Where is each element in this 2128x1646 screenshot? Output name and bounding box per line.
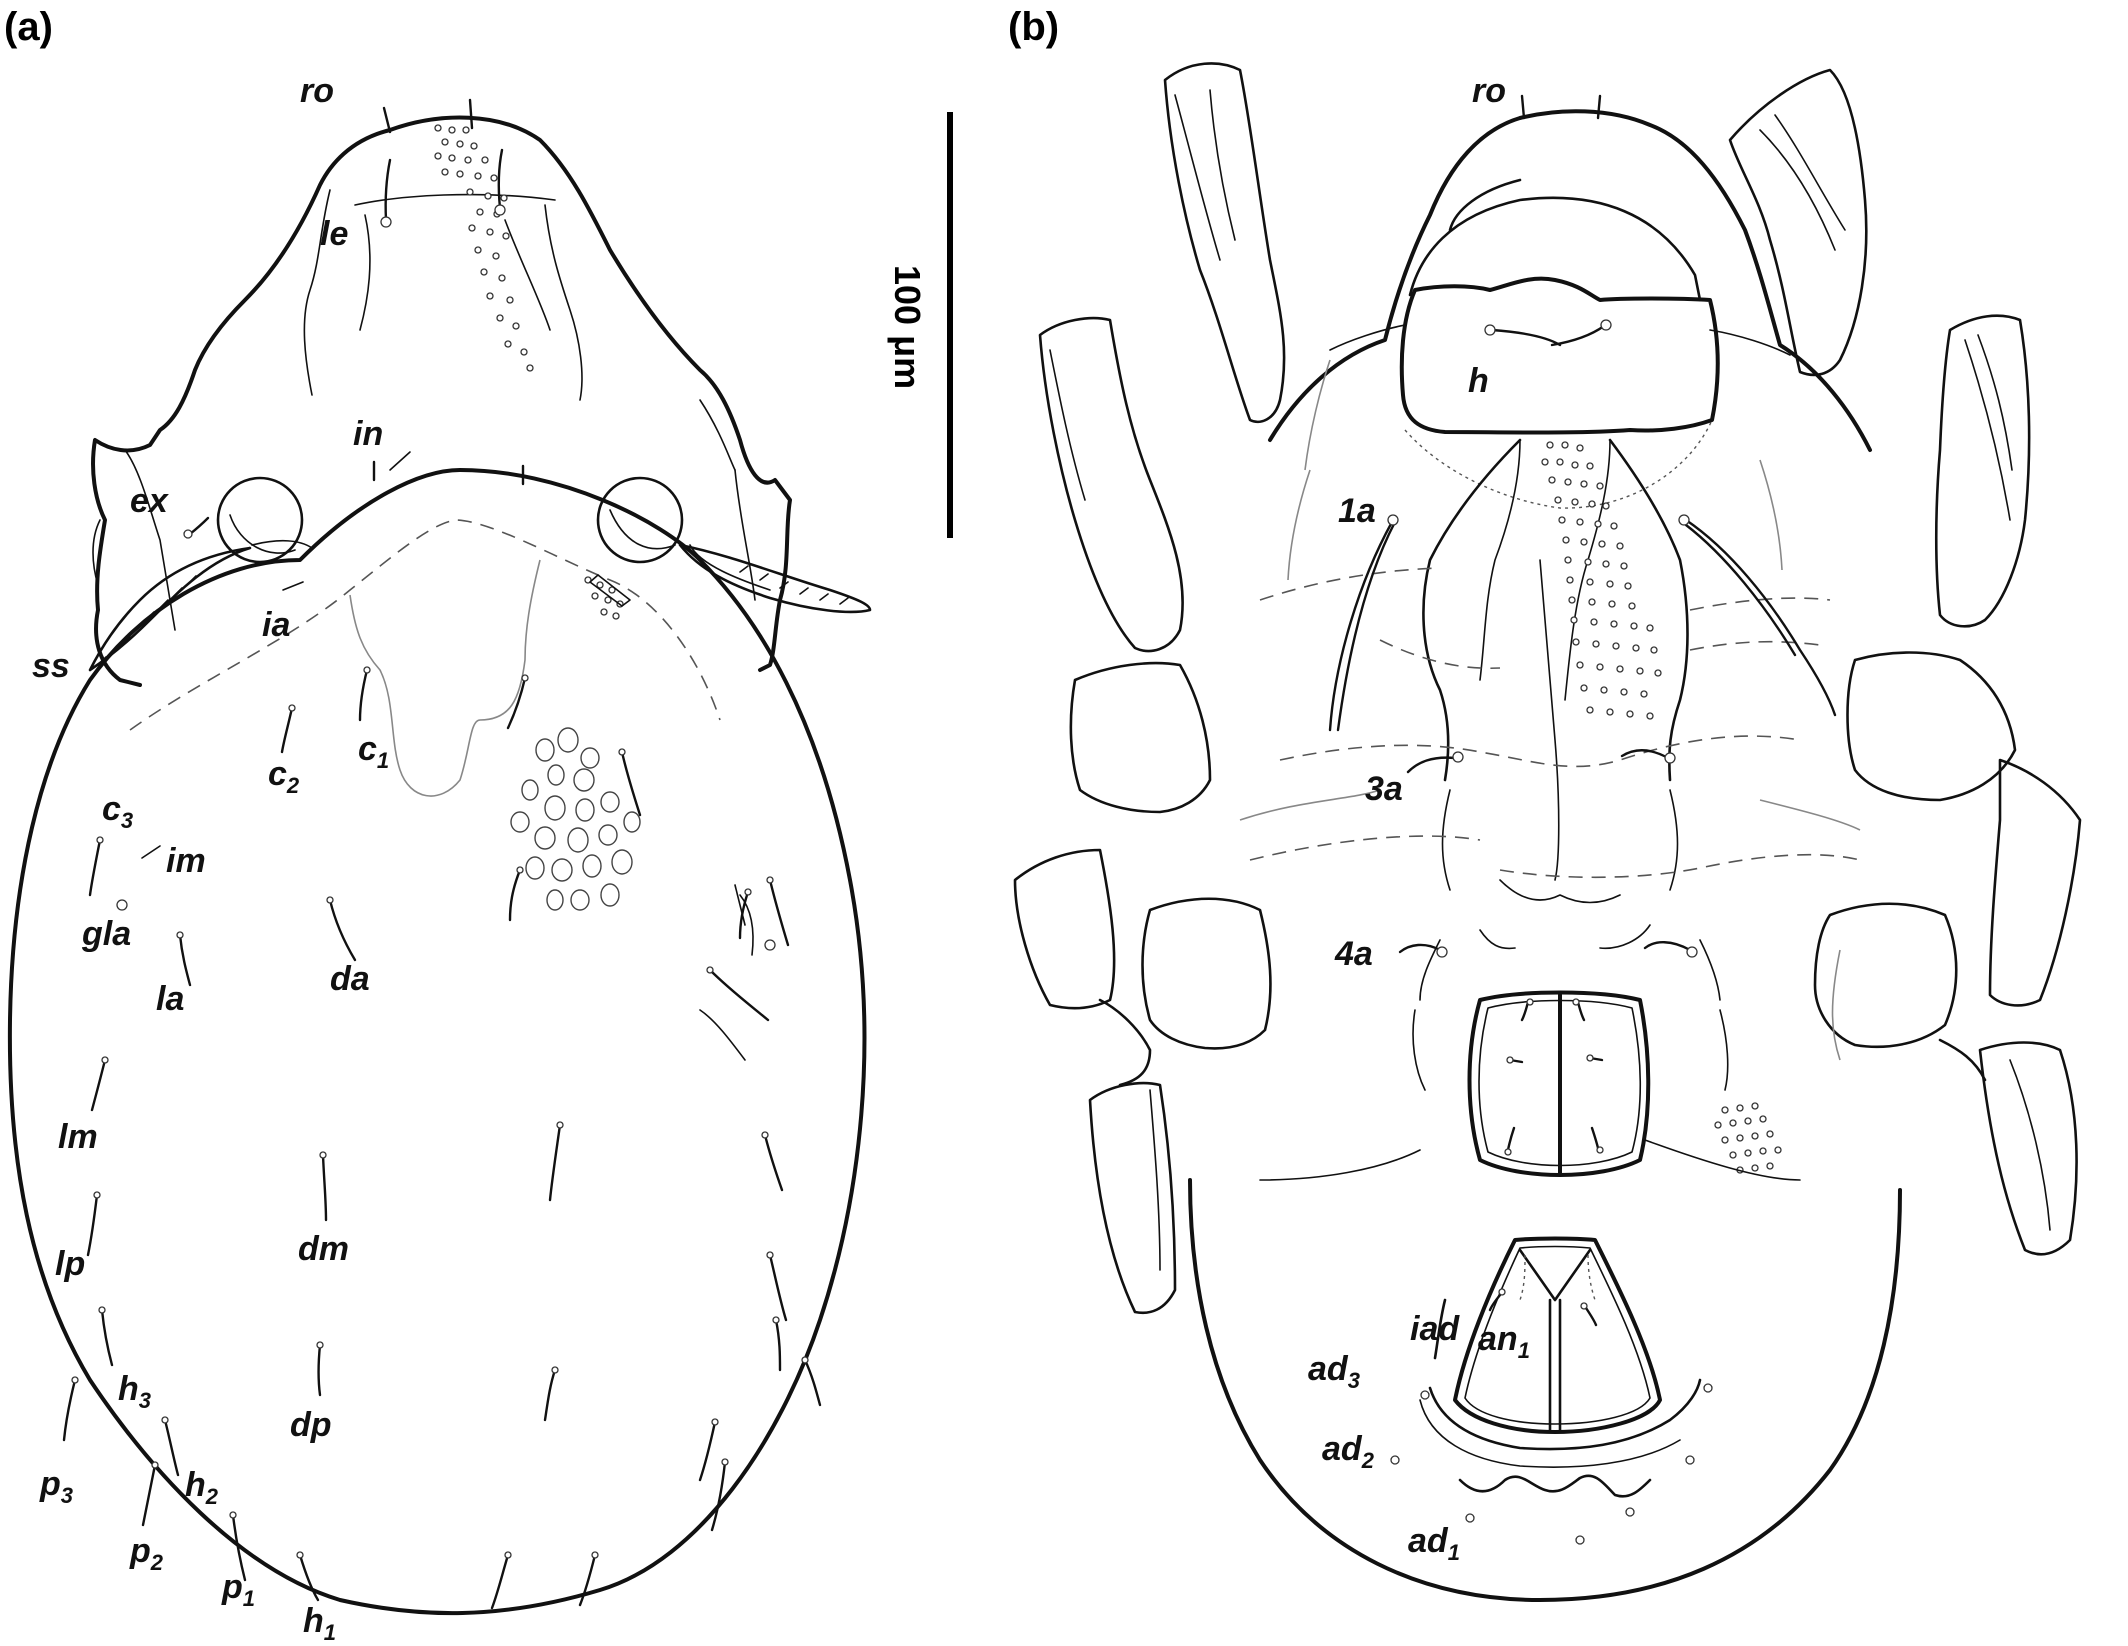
label-h1: h1 [303, 1602, 336, 1645]
label-b-ro: ro [1472, 72, 1506, 110]
panel-b-ventral-view: ro h 1a 3a 4a iad an1 ad3 ad2 ad1 [1013, 62, 2082, 1602]
leg-III-left [1069, 661, 1212, 814]
seta-h-right [1550, 324, 1606, 347]
label-la: la [156, 980, 184, 1018]
seta-le-right [497, 148, 504, 210]
seta-4a-left [1398, 943, 1442, 954]
label-c2: c2 [268, 755, 300, 798]
seta-ro-right [468, 98, 474, 130]
panel-label-a: (a) [4, 5, 53, 49]
label-p1: p1 [221, 1568, 255, 1611]
lamella-left [303, 189, 331, 396]
lamella-right [544, 204, 583, 401]
panel-a-dorsal-view: ro le in ex ss ia c1 c2 c3 im gla la da … [7, 72, 872, 1645]
leg-I-right [1728, 68, 1868, 377]
label-c3: c3 [102, 790, 133, 833]
sternal-area-outline [1422, 438, 1522, 782]
genital-plates [1467, 990, 1651, 1177]
label-p2: p2 [129, 1532, 164, 1575]
label-c1: c1 [358, 730, 389, 773]
label-lp: lp [55, 1245, 85, 1283]
seta-ro-left [382, 106, 392, 134]
scale-bar-label: 100 μm [887, 265, 928, 389]
adanal-seta-ad2 [1390, 1455, 1400, 1465]
anal-plates [1453, 1236, 1662, 1434]
label-lm: lm [58, 1118, 98, 1156]
seta-ex [188, 516, 210, 536]
seta-ro-ventral-left [1520, 94, 1526, 120]
adanal-seta-ad3 [1420, 1390, 1430, 1400]
seta-1a-left [1328, 520, 1394, 732]
label-ro: ro [300, 72, 334, 110]
leg-II-left [1038, 316, 1184, 653]
lateral-porosity [1714, 1102, 1782, 1174]
label-in: in [353, 415, 383, 453]
label-b-iad: iad [1410, 1310, 1460, 1348]
sensillus-left [88, 546, 252, 672]
notogastral-dashed-line [129, 519, 721, 731]
label-h2: h2 [185, 1466, 219, 1509]
label-b-h: h [1468, 362, 1489, 400]
sensillus-right [678, 543, 872, 614]
seta-4a-right [1643, 941, 1692, 952]
mentum-plate [1399, 276, 1720, 435]
label-p3: p3 [39, 1465, 73, 1508]
rostral-line [354, 193, 556, 206]
label-ia: ia [262, 606, 290, 644]
rostral-porosity [434, 124, 534, 372]
panel-label-b: (b) [1008, 5, 1059, 49]
label-b-ad3: ad3 [1308, 1350, 1360, 1393]
seta-le-left [384, 158, 392, 222]
label-b-ad2: ad2 [1322, 1430, 1375, 1473]
label-ss: ss [32, 647, 70, 685]
gnathosoma-outline [1408, 196, 1702, 302]
label-b-3a: 3a [1365, 770, 1403, 808]
label-h3: h3 [118, 1370, 151, 1413]
notogaster-outline [7, 468, 867, 1616]
leg-IV-right [1813, 902, 1958, 1049]
leg-II-right [1934, 314, 2031, 628]
label-ex: ex [130, 482, 170, 520]
label-b-ad1: ad1 [1408, 1522, 1460, 1565]
label-gla: gla [81, 915, 131, 953]
label-le: le [320, 215, 348, 253]
leg-III-right [1846, 651, 2017, 802]
leg-IV-left [1141, 897, 1272, 1050]
label-im: im [166, 842, 206, 880]
seta-3a-right [1620, 749, 1670, 760]
bothridium-right [596, 476, 684, 564]
lyrifissure-iad [1433, 1298, 1447, 1360]
leg-I-left [1163, 62, 1286, 424]
sternal-porosity [1541, 441, 1662, 720]
label-b-an1: an1 [1478, 1320, 1530, 1363]
seta-1a-right [1684, 518, 1837, 717]
seta-3a-left [1406, 756, 1457, 774]
central-inner-outline [349, 559, 541, 797]
areolate-pattern [510, 727, 641, 911]
adanal-seta-ad1 [1465, 1513, 1475, 1523]
seta-ro-ventral-right [1596, 94, 1602, 120]
label-dp: dp [290, 1406, 332, 1444]
label-da: da [330, 960, 370, 998]
scale-bar: 100 μm [887, 112, 953, 538]
label-b-1a: 1a [1338, 492, 1376, 530]
prodorsum-outline [91, 115, 792, 687]
label-dm: dm [298, 1230, 349, 1268]
label-b-4a: 4a [1334, 935, 1373, 973]
ventral-body-outline [1188, 109, 1902, 1602]
gland-opening-gla [116, 899, 128, 911]
seta-h-left [1490, 328, 1562, 347]
